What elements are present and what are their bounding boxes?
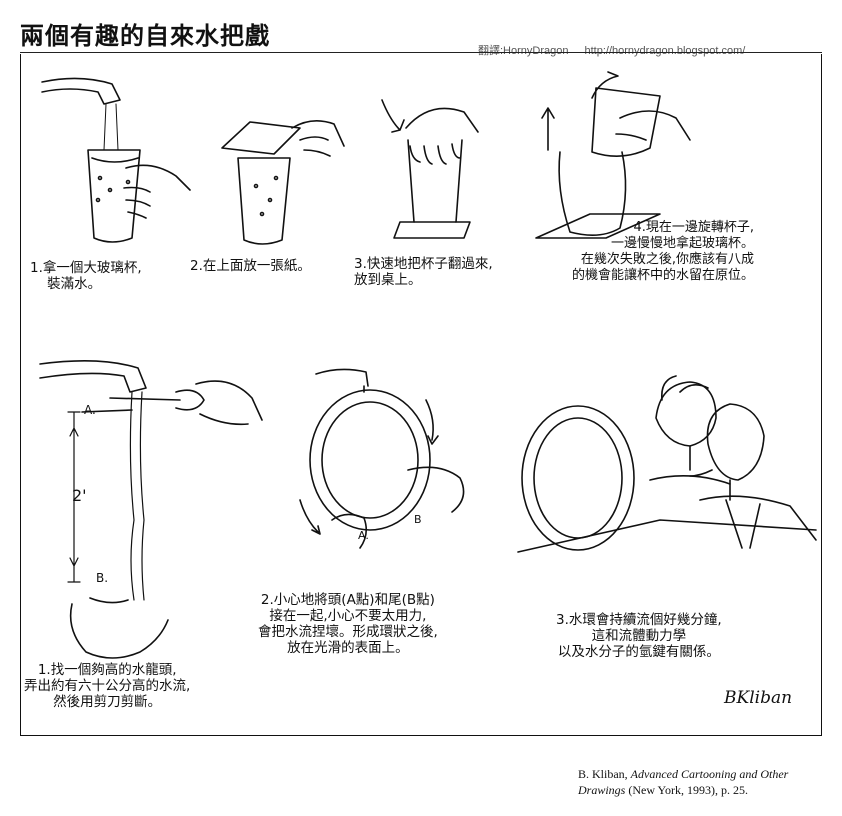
water-ring-table-illustration (517, 375, 817, 553)
translator-name: 翻譯:HornyDragon (478, 45, 569, 57)
ring-point-b-label: B (414, 513, 422, 526)
artist-signature: BKliban (724, 688, 793, 708)
page-title: 兩個有趣的自來水把戲 (20, 22, 270, 50)
flip-glass-illustration (381, 99, 479, 239)
source-citation: B. Kliban, Advanced Cartooning and Other… (578, 766, 788, 798)
trick2-step2-caption: 2.小心地將頭(A點)和尾(B點) 接在一起,小心不要太用力, 會把水流捏壞。形… (258, 592, 438, 656)
trick1-step4-caption: 4.現在一邊旋轉杯子, 一邊慢慢地拿起玻璃杯。 在幾次失敗之後,你應該有八成 的… (572, 220, 755, 283)
comic-frame (20, 54, 822, 736)
title-underline (20, 52, 822, 53)
citation-publication: (New York, 1993), p. 25. (625, 783, 749, 797)
citation-work-line2: Drawings (578, 783, 626, 797)
stream-height-label: 2' (72, 486, 87, 505)
paper-on-glass-illustration (221, 120, 345, 245)
translator-credit: 翻譯:HornyDragon http://hornydragon.blogspo… (478, 42, 745, 58)
glass-filling-illustration (41, 77, 191, 243)
lift-glass-illustration (535, 71, 691, 239)
trick1-step2-caption: 2.在上面放一張紙。 (190, 258, 311, 274)
blog-url: http://hornydragon.blogspot.com/ (584, 45, 746, 57)
trick2-step1-caption: 1.找一個夠高的水龍頭, 弄出約有六十公分高的水流, 然後用剪刀剪斷。 (24, 662, 191, 710)
trick2-step3-caption: 3.水環會持續流個好幾分鐘, 這和流體動力學 以及水分子的氫鍵有關係。 (556, 612, 722, 660)
trick1-step3-caption: 3.快速地把杯子翻過來, 放到桌上。 (354, 256, 493, 288)
point-b-label: B. (96, 571, 109, 585)
join-ring-illustration (299, 368, 465, 549)
citation-work-line1: Advanced Cartooning and Other (630, 767, 789, 781)
trick1-step1-caption: 1.拿一個大玻璃杯, 裝滿水。 (30, 260, 142, 292)
cut-stream-illustration (39, 360, 263, 659)
ring-point-a-label: A. (358, 529, 369, 542)
point-a-label: A. (84, 403, 96, 417)
citation-author: B. Kliban, (578, 767, 631, 781)
